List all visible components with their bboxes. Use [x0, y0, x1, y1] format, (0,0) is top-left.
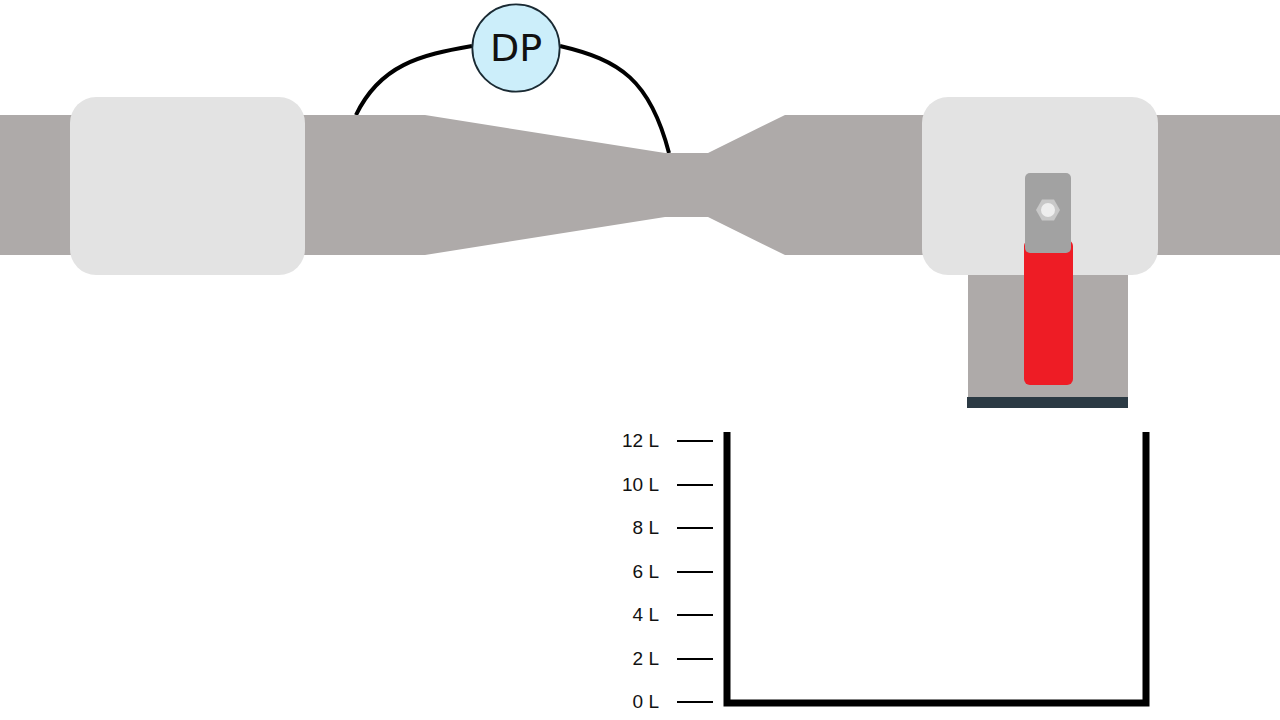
gauge-label: DP — [490, 26, 542, 70]
scale-tick — [677, 614, 713, 616]
scale-tick — [677, 701, 713, 703]
scale-tick — [677, 484, 713, 486]
impulse-line — [560, 46, 669, 153]
measuring-bucket — [727, 432, 1146, 703]
scale-label: 12 L — [622, 430, 659, 452]
pipe-fitting — [70, 97, 305, 275]
scale-tick — [677, 440, 713, 442]
dp-gauge: DP — [471, 3, 561, 93]
hex-nut — [1036, 200, 1060, 221]
scale-label: 2 L — [633, 648, 659, 670]
scale-tick — [677, 571, 713, 573]
valve-handle — [1024, 240, 1073, 385]
scale-label: 6 L — [633, 561, 659, 583]
valve-stem — [1025, 173, 1071, 253]
scale-label: 8 L — [633, 517, 659, 539]
outlet-rim — [967, 397, 1128, 408]
gauge-circle — [472, 4, 559, 91]
scale-tick — [677, 527, 713, 529]
valve-body — [922, 97, 1158, 275]
scale-label: 10 L — [622, 474, 659, 496]
scale-label: 4 L — [633, 604, 659, 626]
scale-ticks — [677, 441, 713, 702]
nut-hole — [1041, 203, 1055, 217]
scale-tick — [677, 658, 713, 660]
impulse-line — [356, 46, 472, 115]
scale-label: 0 L — [633, 691, 659, 713]
